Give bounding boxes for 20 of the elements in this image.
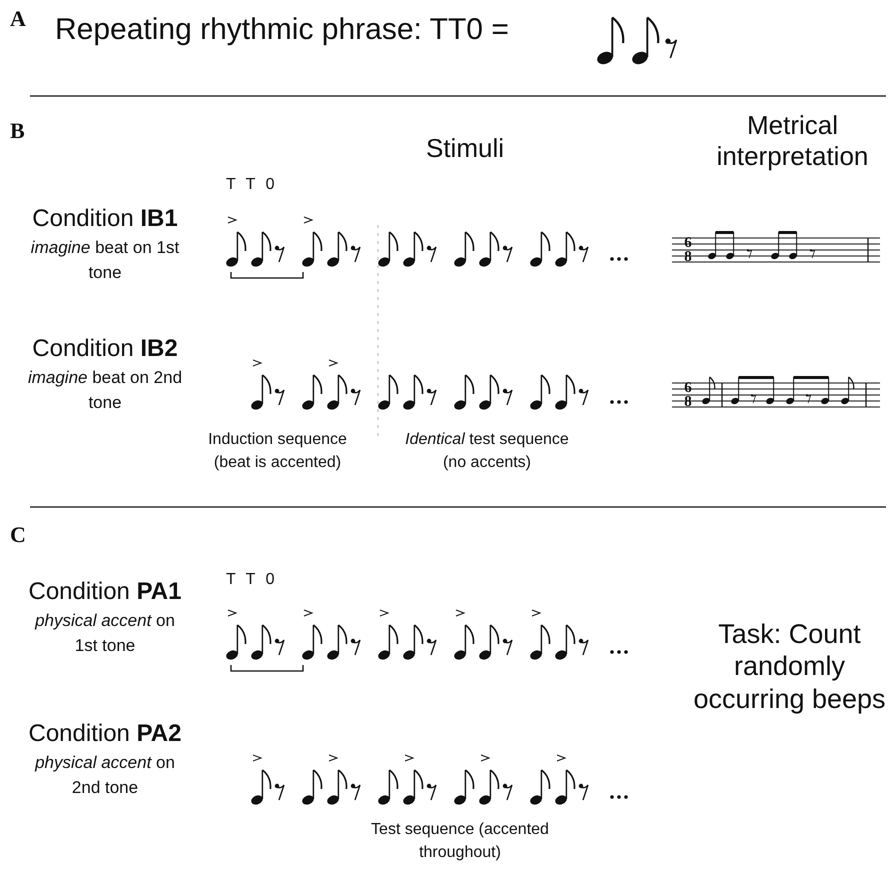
column-heading: Stimuli <box>424 133 505 164</box>
sequence-caption: Test sequence (accented throughout) <box>370 820 550 864</box>
column-heading: Metrical interpretation <box>716 110 870 172</box>
condition-label: Condition PA2 <box>28 720 182 749</box>
condition-description: imagine beat on 2nd tone <box>26 367 184 414</box>
panel-letter: C <box>10 522 27 548</box>
condition-label: Condition IB2 <box>31 335 179 364</box>
condition-label: Condition PA1 <box>28 578 182 607</box>
tone-pattern-label: T T 0 <box>226 570 278 590</box>
condition-description: physical accent on 1st tone <box>34 610 176 657</box>
condition-description: imagine beat on 1st tone <box>30 237 180 284</box>
sequence-caption: Identical test sequence (no accents) <box>404 430 570 474</box>
sequence-caption: Induction sequence (beat is accented) <box>207 430 348 474</box>
condition-description: physical accent on 2nd tone <box>34 752 176 799</box>
tone-pattern-label: T T 0 <box>226 175 278 194</box>
panel-letter: A <box>10 6 27 32</box>
task-text: Task: Count randomly occurring beeps <box>692 618 887 716</box>
condition-label: Condition IB1 <box>31 205 179 234</box>
panel-letter: B <box>10 118 26 144</box>
phrase-heading: Repeating rhythmic phrase: TT0 = <box>55 12 510 48</box>
